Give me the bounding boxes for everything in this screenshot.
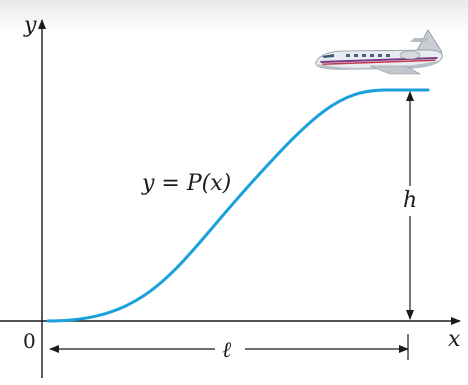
height-label: h <box>403 188 417 213</box>
origin-label: 0 <box>23 329 36 353</box>
y-axis-label: y <box>23 13 37 38</box>
curve-label: y = P(x) <box>141 171 231 196</box>
airplane-icon <box>315 29 443 75</box>
length-label-mask <box>215 336 245 362</box>
landing-curve <box>46 88 430 323</box>
x-axis-label: x <box>448 327 461 352</box>
length-label: ℓ <box>222 338 232 363</box>
background-top-band <box>0 0 468 34</box>
height-label-mask <box>398 186 422 216</box>
